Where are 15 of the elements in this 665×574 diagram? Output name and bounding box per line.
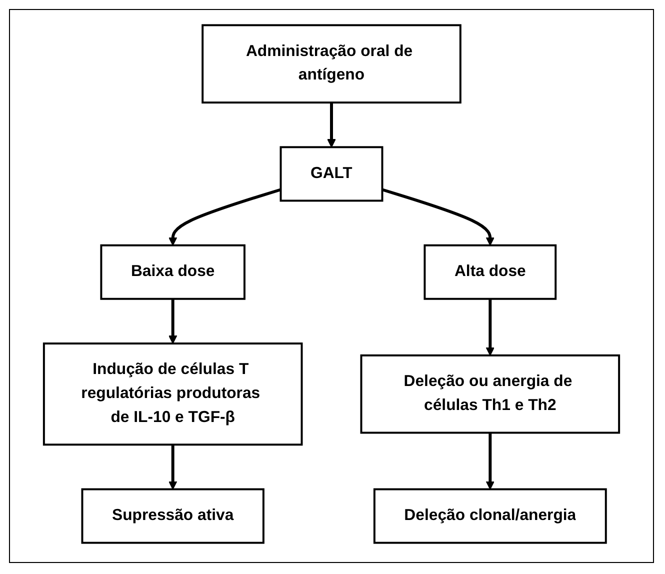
node-box: Deleção clonal/anergia [373,488,607,544]
node-box: GALT [280,146,384,202]
arrow [168,188,282,246]
arrow [382,188,495,246]
node-box: Deleção ou anergia de células Th1 e Th2 [360,354,620,434]
node-box: Administração oral de antígeno [202,24,462,104]
arrow [486,298,495,356]
node-box: Baixa dose [100,244,246,300]
node-box: Supressão ativa [81,488,264,544]
arrow [168,444,178,490]
arrow [327,102,336,148]
node-box: Indução de células T regulatórias produtoras de IL-10 e TGF-β [42,342,303,446]
arrow [168,298,178,344]
node-box: Alta dose [424,244,557,300]
arrow [486,432,495,490]
